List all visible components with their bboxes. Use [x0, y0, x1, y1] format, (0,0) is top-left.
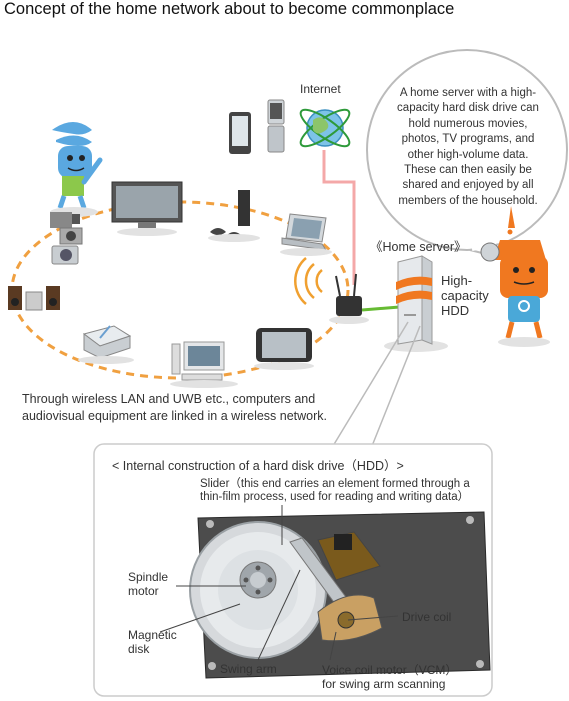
page-title: Concept of the home network about to bec… — [4, 0, 455, 18]
hdd-panel-title: < Internal construction of a hard disk d… — [112, 459, 404, 473]
desktop-pc-icon — [170, 341, 238, 388]
video-camera-icon — [50, 212, 83, 245]
magnetic-disk-line: disk — [128, 642, 150, 656]
home-server-icon — [384, 255, 448, 352]
portable-tv-icon — [254, 328, 314, 370]
printer-icon — [78, 325, 134, 364]
flip-phone-icon — [267, 99, 285, 153]
hdd-label-line: HDD — [441, 303, 470, 318]
hdd-label-line: High- — [441, 273, 473, 288]
bubble-line: members of the household. — [398, 194, 538, 207]
wireless-line: Through wireless LAN and UWB etc., compu… — [22, 392, 316, 406]
magnetic-disk-label: Magnetic disk — [128, 628, 177, 656]
bubble-line: capacity hard disk drive can — [397, 102, 539, 115]
spindle-motor-line: motor — [128, 584, 159, 598]
swing-arm-label: Swing arm — [220, 662, 277, 676]
globe-icon — [299, 108, 351, 148]
wireless-signal-icon — [294, 257, 323, 305]
internet-connection-line — [322, 150, 356, 285]
spindle-motor-line: Spindle — [128, 570, 169, 584]
orange-character-icon — [480, 206, 550, 347]
callout-line-right — [371, 325, 421, 447]
wireless-line: audiovisual equipment are linked in a wi… — [22, 409, 328, 423]
flat-tv-icon — [111, 181, 183, 236]
slider-label: Slider（this end carries an element forme… — [200, 478, 470, 504]
drive-coil-label: Drive coil — [402, 610, 452, 624]
callout-line-left — [332, 321, 409, 447]
blue-character-icon — [50, 122, 103, 217]
bubble-line: These can then easily be — [404, 164, 532, 177]
speech-bubble — [366, 49, 568, 258]
bubble-text: A home server with a high- capacity hard… — [388, 86, 548, 209]
vcm-label: Voice coil motor（VCM） for swing arm scan… — [322, 663, 457, 691]
bubble-line: shared and enjoyed by all — [402, 179, 534, 192]
hdd-label-line: capacity — [441, 288, 489, 303]
bubble-line: photos, TV programs, and — [401, 133, 535, 146]
digital-camera-icon — [51, 245, 79, 265]
laptop-icon — [280, 213, 332, 256]
spindle-motor-label: Spindle motor — [128, 570, 168, 598]
wireless-description: Through wireless LAN and UWB etc., compu… — [22, 391, 362, 425]
home-server-label: 《Home server》 — [370, 240, 467, 254]
bubble-line: hold numerous movies, — [408, 117, 528, 130]
hdd-drawing — [189, 511, 491, 679]
swing-arm-leader — [257, 569, 301, 661]
bubble-line: other high-volume data. — [407, 148, 529, 161]
wireless-router-icon — [329, 273, 369, 324]
magnetic-disk-line: Magnetic — [128, 628, 177, 642]
vcm-leader — [329, 631, 337, 661]
game-console-icon — [208, 190, 260, 242]
stereo-system-icon — [8, 286, 60, 311]
vcm-line: Voice coil motor（VCM） — [322, 663, 458, 677]
slider-line: thin-film process, used for reading and … — [200, 491, 470, 503]
bubble-line: A home server with a high- — [399, 87, 537, 99]
drive-coil-leader — [347, 615, 399, 621]
smartphone-icon — [229, 112, 251, 154]
vcm-line: for swing arm scanning — [322, 677, 446, 691]
internet-label: Internet — [300, 82, 341, 96]
hdd-label: High- capacity HDD — [441, 273, 489, 318]
slider-line: Slider（this end carries an element forme… — [200, 478, 470, 490]
magnetic-disk-leader — [159, 603, 241, 633]
